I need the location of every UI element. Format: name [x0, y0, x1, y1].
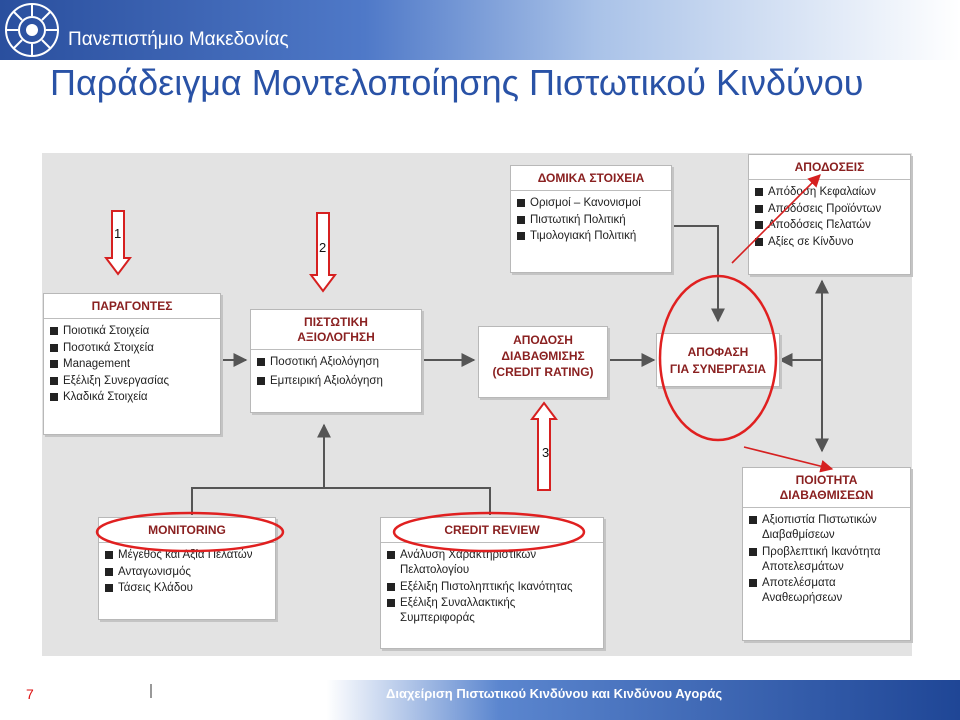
- rating-assignment-title-line3: (CREDIT RATING): [492, 365, 594, 379]
- rating-quality-box: ΠΟΙΟΤΗΤΑ ΔΙΑΒΑΘΜΙΣΕΩΝ Αξιοπιστία Πιστωτι…: [742, 467, 911, 641]
- footer-course-title: Διαχείριση Πιστωτικού Κινδύνου και Κινδύ…: [386, 686, 723, 701]
- cooperation-decision-title-line2: ΓΙΑ ΣΥΝΕΡΓΑΣΙΑ: [669, 362, 767, 376]
- factors-title: ΠΑΡΑΓΟΝΤΕΣ: [44, 294, 220, 319]
- rating-assignment-box: ΑΠΟΔΟΣΗ ΔΙΑΒΑΘΜΙΣΗΣ (CREDIT RATING): [478, 326, 608, 398]
- structural-item: Πιστωτική Πολιτική: [517, 213, 667, 228]
- structural-item: Ορισμοί – Κανονισμοί: [517, 196, 667, 211]
- monitoring-box: MONITORING Μέγεθος και Αξία Πελατών Αντα…: [98, 517, 276, 620]
- returns-item: Αποδόσεις Πελατών: [755, 218, 906, 233]
- monitoring-item: Τάσεις Κλάδου: [105, 581, 271, 596]
- rating-assignment-title: ΑΠΟΔΟΣΗ ΔΙΑΒΑΘΜΙΣΗΣ (CREDIT RATING): [479, 327, 607, 384]
- university-name: Πανεπιστήμιο Μακεδονίας: [68, 29, 289, 50]
- credit-risk-diagram: ΠΑΡΑΓΟΝΤΕΣ Ποιοτικά Στοιχεία Ποσοτικά Στ…: [42, 153, 912, 656]
- returns-item: Απόδοση Κεφαλαίων: [755, 185, 906, 200]
- credit-evaluation-box: ΠΙΣΤΩΤΙΚΗ ΑΞΙΟΛΟΓΗΣΗ Ποσοτική Αξιολόγηση…: [250, 309, 422, 413]
- annotation-arrow-1-icon: [104, 210, 132, 276]
- footer-divider: [150, 684, 152, 698]
- structural-elements-box: ΔΟΜΙΚΑ ΣΤΟΙΧΕΙΑ Ορισμοί – Κανονισμοί Πισ…: [510, 165, 672, 273]
- credit-evaluation-title-line2: ΑΞΙΟΛΟΓΗΣΗ: [297, 330, 375, 344]
- annotation-overlay: [95, 174, 834, 553]
- annotation-label-2: 2: [319, 240, 327, 255]
- rating-assignment-title-line2: ΔΙΑΒΑΘΜΙΣΗΣ: [501, 349, 585, 363]
- university-logo-icon: [5, 3, 59, 57]
- monitoring-item: Μέγεθος και Αξία Πελατών: [105, 548, 271, 563]
- connector-lines: [191, 225, 829, 515]
- credit-review-item: Εξέλιξη Πιστοληπτικής Ικανότητας: [387, 580, 599, 595]
- rating-quality-item: Αξιοπιστία Πιστωτικών Διαβαθμίσεων: [749, 513, 900, 543]
- highlight-ring-credit-review-icon: [392, 511, 586, 553]
- credit-review-title: CREDIT REVIEW: [381, 518, 603, 543]
- returns-title: ΑΠΟΔΟΣΕΙΣ: [749, 155, 910, 180]
- credit-review-item: Εξέλιξη Συναλλακτικής Συμπεριφοράς: [387, 596, 570, 626]
- evaluation-item: Εμπειρική Αξιολόγηση: [257, 374, 417, 389]
- returns-item: Αποδόσεις Προϊόντων: [755, 202, 906, 217]
- returns-item: Αξίες σε Κίνδυνο: [755, 235, 906, 250]
- header-banner: Πανεπιστήμιο Μακεδονίας: [0, 0, 960, 60]
- structural-elements-title: ΔΟΜΙΚΑ ΣΤΟΙΧΕΙΑ: [511, 166, 671, 191]
- monitoring-title: MONITORING: [99, 518, 275, 543]
- annotation-label-3: 3: [542, 445, 550, 460]
- rating-quality-title: ΠΟΙΟΤΗΤΑ ΔΙΑΒΑΘΜΙΣΕΩΝ: [743, 468, 910, 508]
- rating-quality-item: Αποτελέσματα Αναθεωρήσεων: [749, 576, 862, 606]
- structural-item: Τιμολογιακή Πολιτική: [517, 229, 667, 244]
- footer-bar: [0, 680, 960, 720]
- page-number: 7: [26, 686, 34, 702]
- credit-evaluation-title: ΠΙΣΤΩΤΙΚΗ ΑΞΙΟΛΟΓΗΣΗ: [251, 310, 421, 350]
- rating-quality-item: Προβλεπτική Ικανότητα Αποτελεσμάτων: [749, 545, 900, 575]
- annotation-arrow-2-icon: [309, 212, 337, 293]
- evaluation-item: Ποσοτική Αξιολόγηση: [257, 355, 417, 370]
- annotation-arrow-3-icon: [530, 401, 558, 491]
- rating-assignment-title-line1: ΑΠΟΔΟΣΗ: [513, 333, 573, 347]
- highlight-ring-decision-icon: [658, 274, 778, 442]
- factor-item: Management: [50, 357, 216, 372]
- annotation-label-1: 1: [114, 226, 122, 241]
- credit-review-box: CREDIT REVIEW Ανάλυση Χαρακτηριστικών Πε…: [380, 517, 604, 649]
- returns-box: ΑΠΟΔΟΣΕΙΣ Απόδοση Κεφαλαίων Αποδόσεις Πρ…: [748, 154, 911, 275]
- factor-item: Ποιοτικά Στοιχεία: [50, 324, 216, 339]
- highlight-ring-monitoring-icon: [95, 511, 285, 553]
- factor-item: Κλαδικά Στοιχεία: [50, 390, 216, 405]
- factor-item: Ποσοτικά Στοιχεία: [50, 341, 216, 356]
- cooperation-decision-title-line1: ΑΠΟΦΑΣΗ: [687, 345, 749, 359]
- red-pointer-quality-icon: [743, 446, 834, 473]
- credit-evaluation-title-line1: ΠΙΣΤΩΤΙΚΗ: [304, 315, 368, 329]
- factor-item: Εξέλιξη Συνεργασίας: [50, 374, 216, 389]
- slide-title: Παράδειγμα Μοντελοποίησης Πιστωτικού Κιν…: [50, 62, 864, 103]
- rating-quality-title-line2: ΔΙΑΒΑΘΜΙΣΕΩΝ: [779, 488, 874, 502]
- rating-quality-title-line1: ΠΟΙΟΤΗΤΑ: [795, 473, 858, 487]
- cooperation-decision-box: ΑΠΟΦΑΣΗ ΓΙΑ ΣΥΝΕΡΓΑΣΙΑ: [656, 333, 780, 387]
- red-pointer-returns-icon: [731, 174, 821, 264]
- factors-box: ΠΑΡΑΓΟΝΤΕΣ Ποιοτικά Στοιχεία Ποσοτικά Στ…: [43, 293, 221, 435]
- cooperation-decision-title: ΑΠΟΦΑΣΗ ΓΙΑ ΣΥΝΕΡΓΑΣΙΑ: [657, 334, 779, 382]
- monitoring-item: Ανταγωνισμός: [105, 565, 271, 580]
